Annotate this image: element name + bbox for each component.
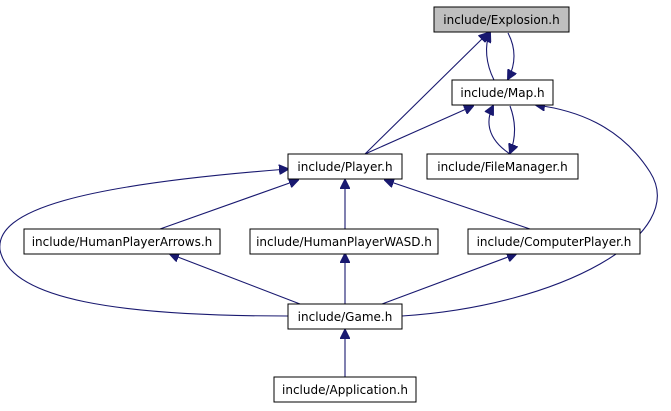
node-box: [23, 228, 221, 255]
edge-line: [364, 33, 488, 155]
node-box: [467, 228, 641, 255]
edge-filemanager-to-map: [489, 106, 511, 155]
node-box: [273, 376, 417, 403]
edge-line: [381, 254, 516, 305]
edge-game-to-player: [0, 169, 288, 317]
node-box: [451, 79, 554, 106]
edge-game-to-map: [401, 105, 658, 317]
edge-explosion-to-map: [508, 32, 514, 79]
node-label: include/Explosion.h: [443, 13, 559, 27]
node-label: include/Player.h: [297, 160, 392, 174]
edge-line: [508, 32, 514, 79]
node-box: [249, 228, 439, 255]
node-application[interactable]: include/Application.h: [273, 376, 417, 403]
node-label: include/Map.h: [460, 86, 544, 100]
edges-layer: [0, 32, 658, 377]
edge-game-to-computer: [381, 254, 516, 305]
edge-game-to-humanarrows: [170, 254, 301, 305]
edge-line: [510, 105, 515, 153]
node-box: [287, 153, 403, 180]
node-label: include/Game.h: [298, 310, 393, 324]
node-map[interactable]: include/Map.h: [451, 79, 554, 106]
edge-line: [170, 254, 301, 305]
node-label: include/HumanPlayerArrows.h: [32, 235, 213, 249]
node-humanarrows[interactable]: include/HumanPlayerArrows.h: [23, 228, 221, 255]
edge-player-to-explosion: [364, 33, 488, 155]
edge-player-to-map: [364, 106, 473, 155]
nodes-layer: include/Explosion.h include/Map.h include/…: [23, 6, 641, 403]
edge-line: [364, 106, 473, 155]
node-label: include/FileManager.h: [437, 160, 568, 174]
edge-line: [159, 180, 298, 230]
edge-line: [489, 106, 511, 155]
node-box: [426, 153, 579, 180]
edge-line: [401, 105, 658, 317]
edge-map-to-explosion: [487, 33, 495, 81]
node-box: [287, 303, 403, 330]
node-computer[interactable]: include/ComputerPlayer.h: [467, 228, 641, 255]
edge-map-to-filemanager: [510, 105, 515, 153]
node-player[interactable]: include/Player.h: [287, 153, 403, 180]
node-explosion[interactable]: include/Explosion.h: [433, 6, 570, 33]
node-box: [433, 6, 570, 33]
edge-line: [0, 169, 288, 317]
node-label: include/ComputerPlayer.h: [477, 235, 632, 249]
edge-humanarrows-to-player: [159, 180, 298, 230]
node-label: include/HumanPlayerWASD.h: [256, 235, 432, 249]
node-filemanager[interactable]: include/FileManager.h: [426, 153, 579, 180]
edge-computer-to-player: [385, 180, 531, 230]
edge-line: [385, 180, 531, 230]
node-game[interactable]: include/Game.h: [287, 303, 403, 330]
edge-line: [487, 33, 495, 81]
node-humanwasd[interactable]: include/HumanPlayerWASD.h: [249, 228, 439, 255]
node-label: include/Application.h: [282, 383, 408, 397]
